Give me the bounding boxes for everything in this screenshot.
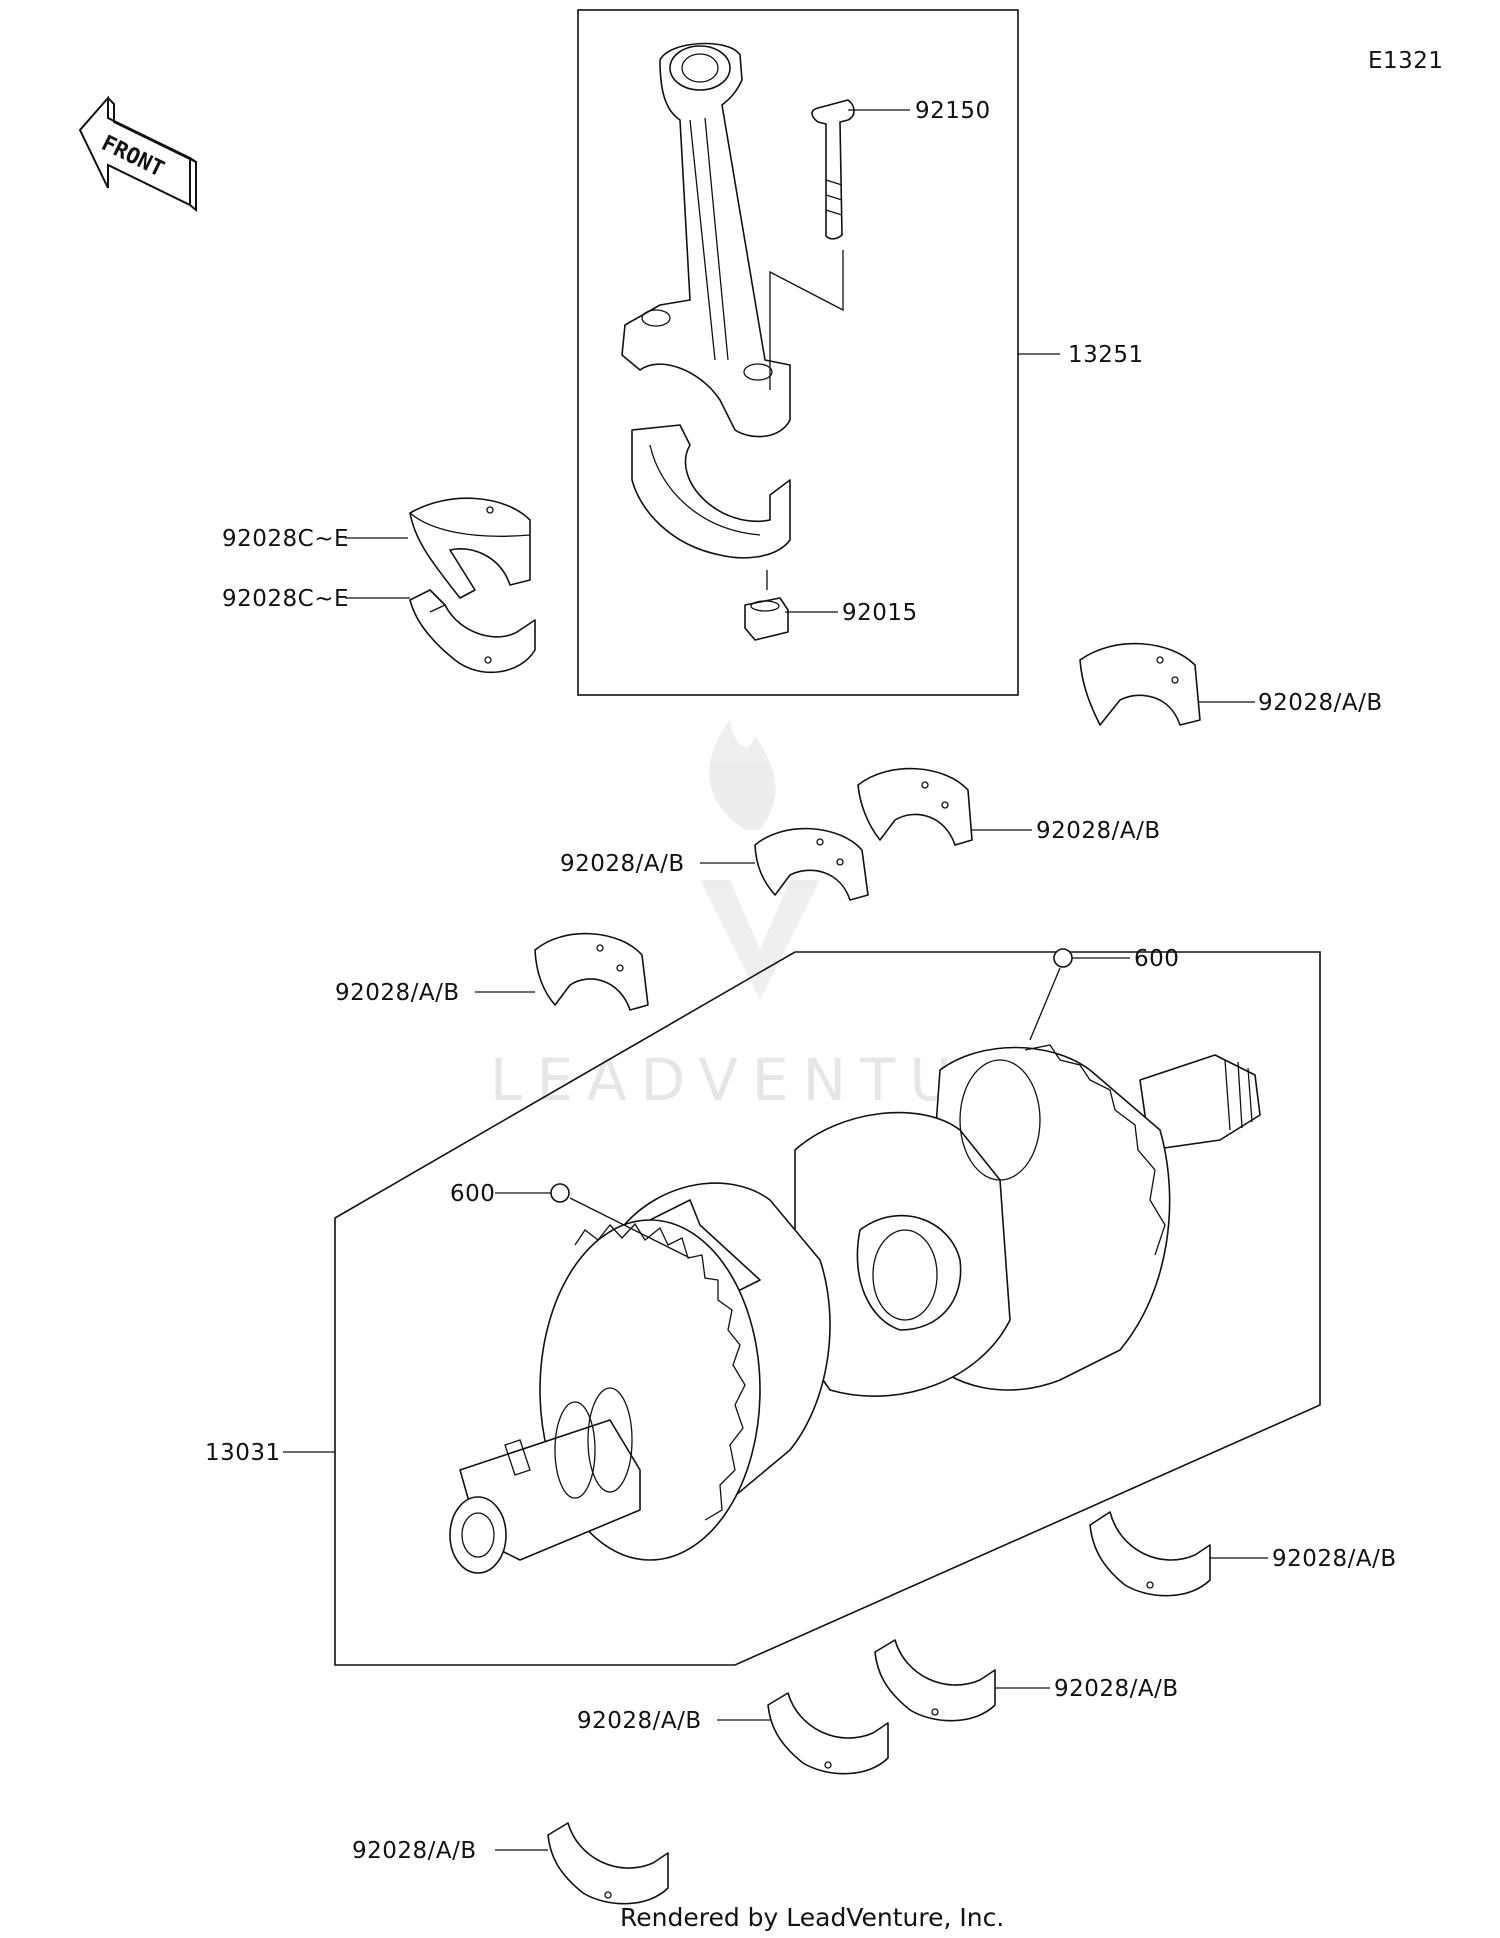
callout-600-left: 600	[450, 1181, 495, 1207]
main-bearing-low-right	[1089, 1511, 1211, 1597]
oil-plug-left	[550, 1183, 570, 1203]
callout-92028ab-bottom: 92028/A/B	[352, 1838, 477, 1864]
conrod-assembly-box	[577, 9, 1019, 696]
callout-92028ab-low-right: 92028/A/B	[1272, 1546, 1397, 1572]
main-bearing-mid-left	[754, 827, 869, 901]
diagram-code: E1321	[1368, 48, 1444, 74]
oil-plug-top	[1053, 948, 1073, 968]
callout-92150: 92150	[915, 98, 991, 124]
callout-leaders	[283, 109, 1268, 1851]
callout-92028ab-low-mid: 92028/A/B	[1054, 1676, 1179, 1702]
conrod-bearing-upper	[409, 497, 531, 599]
callout-92015: 92015	[842, 600, 918, 626]
callout-600-top: 600	[1134, 946, 1179, 972]
bolt-leader-line	[769, 250, 844, 390]
callout-92028ab-right-top: 92028/A/B	[1258, 690, 1383, 716]
connecting-rod-nut	[744, 597, 789, 641]
callout-92028ce-top: 92028C~E	[222, 526, 349, 552]
front-arrow-icon: FRONT	[78, 95, 197, 213]
callout-13251: 13251	[1068, 342, 1144, 368]
callout-92028ce-bottom: 92028C~E	[222, 586, 349, 612]
callout-92028ab-left: 92028/A/B	[335, 980, 460, 1006]
footer-credit: Rendered by LeadVenture, Inc.	[620, 1903, 1004, 1932]
connecting-rod-cap	[631, 424, 791, 559]
main-bearing-bottom	[547, 1822, 669, 1905]
main-bearing-mid-right	[857, 767, 973, 846]
leadventure-flame-icon	[700, 720, 820, 1000]
conrod-bearing-lower	[409, 589, 536, 674]
connecting-rod	[621, 42, 791, 438]
main-bearing-right-top	[1079, 642, 1201, 726]
crankshaft-assembly-box	[334, 951, 1321, 1666]
callout-92028ab-mid-right: 92028/A/B	[1036, 818, 1161, 844]
callout-92028ab-mid-left: 92028/A/B	[560, 851, 685, 877]
connecting-rod-bolt	[811, 99, 855, 240]
callout-13031: 13031	[205, 1440, 281, 1466]
callout-92028ab-low-center: 92028/A/B	[577, 1708, 702, 1734]
crankshaft	[449, 1044, 1261, 1574]
main-bearing-low-mid	[874, 1639, 996, 1722]
main-bearing-left	[534, 932, 649, 1011]
main-bearing-low-center	[767, 1692, 889, 1775]
